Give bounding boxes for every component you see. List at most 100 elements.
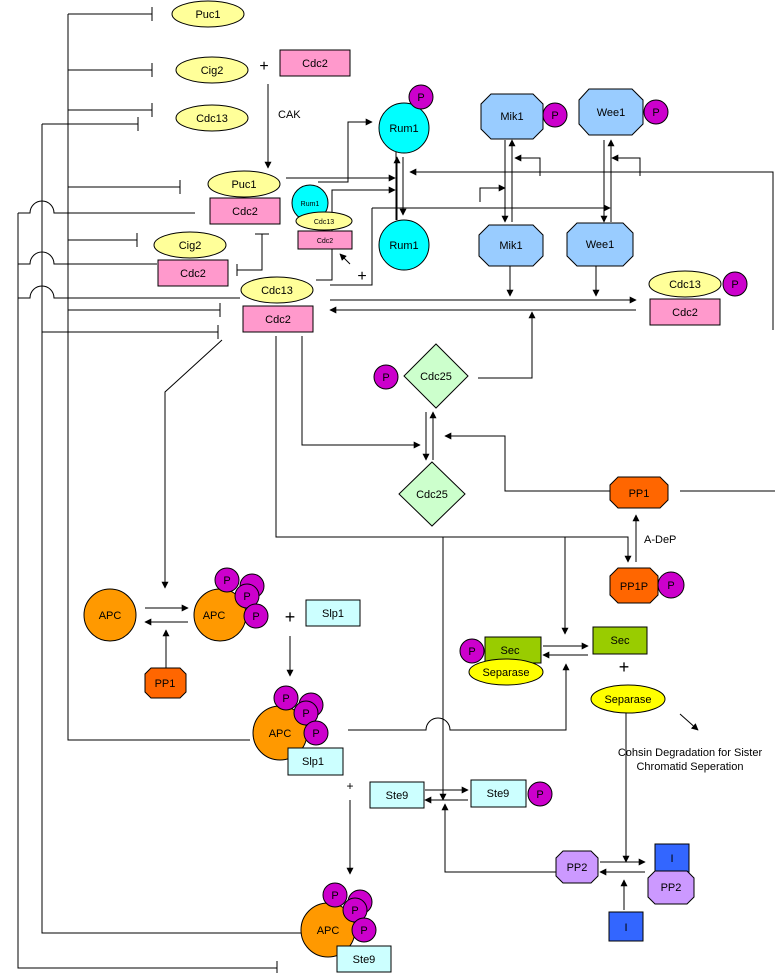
separase-label: Separase xyxy=(604,694,651,706)
rum1-label: Rum1 xyxy=(389,240,418,252)
cdc25-node xyxy=(398,461,466,527)
mik1-p-label: Mik1 xyxy=(500,111,523,123)
ste9-node xyxy=(369,781,425,809)
cdc25-phosphate-label: P xyxy=(382,372,389,384)
ste9-label: Ste9 xyxy=(386,790,409,802)
cohesin-text-line2: Chromatid Seperation xyxy=(636,761,743,773)
pp2-label: PP2 xyxy=(567,862,588,874)
cak-label: CAK xyxy=(278,109,301,121)
cohesin-text-line1: Cohsin Degradation for Sister xyxy=(618,747,763,759)
plus-sign: + xyxy=(259,58,268,75)
cdc2-small-label: Cdc2 xyxy=(317,238,333,245)
wee1-node xyxy=(566,222,634,267)
cdc2-node xyxy=(279,49,351,77)
wee1-p-node xyxy=(578,88,644,136)
apc-slp1-phosphate-2 xyxy=(273,685,299,711)
slp1-complex-label: Slp1 xyxy=(302,756,324,768)
cdc25-p-label: Cdc25 xyxy=(420,371,452,383)
pp1p-phosphate-label: P xyxy=(667,580,674,592)
mik1-p-node xyxy=(480,93,544,140)
ste9-p-node xyxy=(470,779,527,808)
cig2-label: Cig2 xyxy=(201,65,224,77)
rum1-phosphate-label: P xyxy=(417,92,424,104)
rum1-small-label: Rum1 xyxy=(301,201,320,208)
puc1-complex-label: Puc1 xyxy=(231,179,256,191)
separase-bound-node xyxy=(468,658,544,686)
wee1-phosphate xyxy=(643,99,669,125)
apc-slp1-phosphate-4-label: P xyxy=(312,728,319,740)
cdc13-central-node xyxy=(240,276,314,304)
cdc13-p-label: Cdc13 xyxy=(669,279,701,291)
puc1-complex-node xyxy=(207,170,281,198)
apc-slp1-phosphate-3-label: P xyxy=(302,708,309,720)
apc-node xyxy=(83,588,137,642)
sec-node xyxy=(592,626,648,655)
cdc2-puc1-complex-label: Cdc2 xyxy=(232,206,258,218)
apc-ste9-phosphate-3-label: P xyxy=(351,905,358,917)
cdc13-small-label: Cdc13 xyxy=(314,219,334,226)
cdc2-cig2-complex-label: Cdc2 xyxy=(180,268,206,280)
slp1-complex-node xyxy=(287,747,344,776)
cdc13-node xyxy=(175,104,249,132)
sec-label: Sec xyxy=(611,635,630,647)
cdc25-phosphate xyxy=(373,364,399,390)
cdc25-p-node xyxy=(403,343,469,409)
slp1-label: Slp1 xyxy=(322,608,344,620)
slp1-node xyxy=(305,599,361,627)
puc1-node xyxy=(171,0,245,28)
apc-p-phosphate-2-label: P xyxy=(223,575,230,587)
plus-sign-ste9: + xyxy=(346,779,353,793)
cdc2-central-label: Cdc2 xyxy=(265,314,291,326)
rum1-p-node xyxy=(378,102,430,154)
a-dep-label: A-DeP xyxy=(644,534,676,546)
pp1-label: PP1 xyxy=(629,488,650,500)
cdc2-p-label: Cdc2 xyxy=(672,307,698,319)
cdc13-phosphate xyxy=(722,271,748,297)
pp1-node xyxy=(609,476,669,509)
inhibitor-node xyxy=(608,911,644,942)
ste9-complex-node xyxy=(336,945,392,973)
cig2-complex-label: Cig2 xyxy=(179,240,202,252)
apc-ste9-phosphate-2-label: P xyxy=(331,890,338,902)
cdc2-puc1-complex-node xyxy=(209,197,281,225)
rum1-p-label: Rum1 xyxy=(389,123,418,135)
sec-p-label: Sec xyxy=(501,645,520,657)
cdc13-p-node xyxy=(648,270,722,298)
cdc2-cig2-complex-node xyxy=(157,259,229,287)
mik1-label: Mik1 xyxy=(499,240,522,252)
wee1-phosphate-label: P xyxy=(652,107,659,119)
separase-node xyxy=(590,684,666,714)
pp1p-node xyxy=(609,567,659,604)
wee1-p-label: Wee1 xyxy=(597,107,626,119)
ste9-phosphate-label: P xyxy=(536,789,543,801)
cdc2-label: Cdc2 xyxy=(302,58,328,70)
puc1-label: Puc1 xyxy=(195,9,220,21)
apc-ste9-phosphate-4 xyxy=(351,917,377,943)
pp1p-phosphate xyxy=(657,571,685,599)
apc-ste9-phosphate-4-label: P xyxy=(360,925,367,937)
cdc2-central-node xyxy=(242,305,314,333)
apc-p-phosphate-4-label: P xyxy=(252,611,259,623)
cdc13-label: Cdc13 xyxy=(196,113,228,125)
cig2-complex-node xyxy=(153,231,227,259)
cdc2-small-node xyxy=(297,230,353,250)
wee1-label: Wee1 xyxy=(586,239,615,251)
mik1-phosphate-label: P xyxy=(551,110,558,122)
cdc13-central-label: Cdc13 xyxy=(261,285,293,297)
rum1-node xyxy=(378,219,430,271)
mik1-node xyxy=(478,224,544,267)
inhibitor-bound-label: I xyxy=(670,853,673,865)
plus-sign-separase: + xyxy=(619,657,630,677)
apc-slp1-label: APC xyxy=(269,728,292,740)
apc-ste9-label: APC xyxy=(317,925,340,937)
plus-sign-apc: + xyxy=(285,607,296,627)
ste9-complex-label: Ste9 xyxy=(353,954,376,966)
pp2-inhibited-label: PP2 xyxy=(661,882,682,894)
apc-p-phosphate-3-label: P xyxy=(243,591,250,603)
cdc13-small-node xyxy=(295,211,353,231)
pp1-small-node xyxy=(144,667,187,699)
ste9-p-label: Ste9 xyxy=(487,788,510,800)
sec-phosphate xyxy=(459,638,485,664)
pp2-inhibited-node xyxy=(647,870,695,905)
